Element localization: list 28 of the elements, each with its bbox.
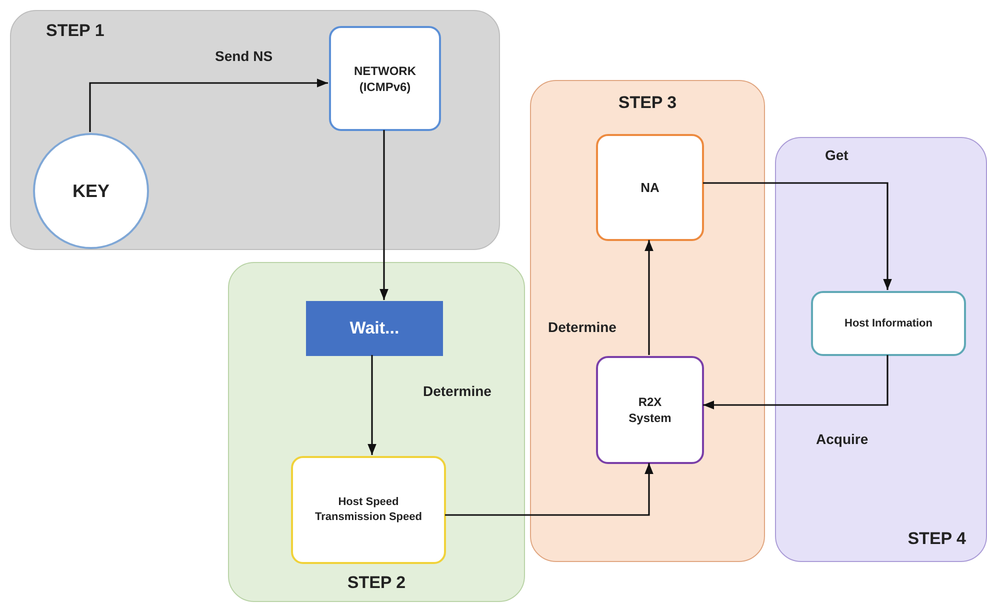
step-heading: STEP 1 xyxy=(46,21,104,41)
step-panel xyxy=(530,80,765,562)
node-label: NETWORK (ICMPv6) xyxy=(353,62,417,95)
node-label: NA xyxy=(640,178,660,196)
arrow xyxy=(703,182,892,290)
arrow xyxy=(368,355,376,455)
arrow xyxy=(445,463,654,516)
process-box xyxy=(596,356,704,464)
process-box xyxy=(811,291,966,356)
node-label: Host Speed Transmission Speed xyxy=(314,495,423,525)
status-box xyxy=(306,301,443,356)
arrow xyxy=(89,78,328,132)
step-heading: STEP 2 xyxy=(346,573,407,593)
step-heading: STEP 3 xyxy=(617,93,678,113)
process-box xyxy=(291,456,446,564)
arrow xyxy=(380,130,388,300)
node-label: R2X System xyxy=(628,394,672,426)
node-label: Host Information xyxy=(844,316,934,331)
arrow xyxy=(703,355,888,410)
process-box xyxy=(596,134,704,241)
step-panel xyxy=(228,262,525,602)
node-label: KEY xyxy=(71,180,110,203)
arrow xyxy=(644,240,654,355)
node-label: Wait... xyxy=(348,317,400,340)
process-box xyxy=(329,26,441,131)
step-panel xyxy=(775,137,987,562)
step-heading: STEP 4 xyxy=(908,529,966,549)
step-panel xyxy=(10,10,500,250)
